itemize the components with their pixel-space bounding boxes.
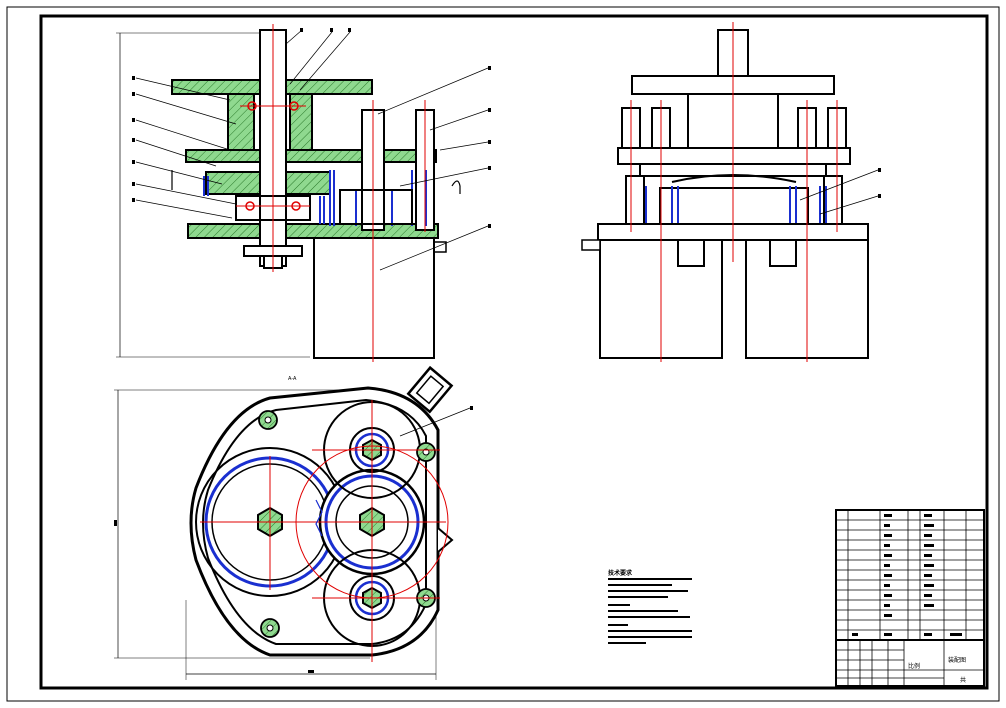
title-block: 比例 装配图 共 (835, 509, 985, 687)
section-label: A-A (288, 376, 297, 382)
drawing-name: 装配图 (948, 656, 966, 664)
front-section-view (116, 24, 491, 362)
hub-sleeve-right (289, 93, 313, 155)
sheet-label: 共 (960, 676, 966, 684)
side-view (581, 22, 881, 362)
scale-label: 比例 (908, 662, 920, 670)
lower-housing (313, 237, 435, 359)
outer-trim-border (6, 6, 1000, 702)
base-plate (187, 223, 439, 239)
top-view: A-A (114, 365, 473, 680)
notes-title: 技术要求 (608, 569, 633, 577)
middle-plate (185, 149, 437, 163)
drawing-frame (39, 14, 989, 690)
technical-notes: 技术要求 (608, 569, 692, 644)
